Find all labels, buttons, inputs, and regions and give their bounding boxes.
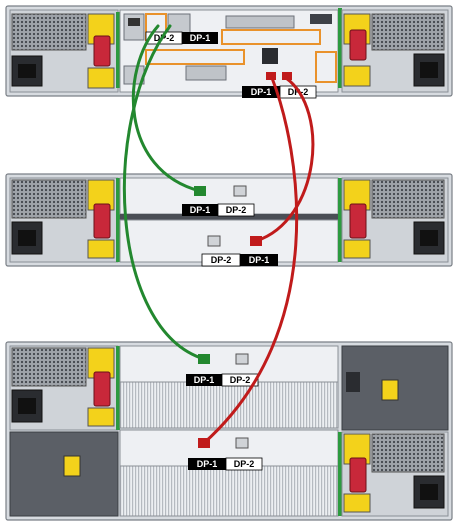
bottom-lower-port-labels: DP-1 DP-2 <box>188 457 263 471</box>
dp1-label: DP-1 <box>197 459 218 469</box>
dp2-label: DP-2 <box>230 375 251 385</box>
fan-grille-icon <box>371 179 445 219</box>
green-cable-to-bottom <box>122 24 206 361</box>
middle-upper-port-labels: DP-1 DP-2 <box>182 203 255 217</box>
top-left-psu <box>9 9 120 93</box>
dp1-label: DP-1 <box>190 205 211 215</box>
middle-lower-port-labels: DP-2 DP-1 <box>201 253 278 267</box>
fan-grille-icon <box>11 347 87 387</box>
dp2-label: DP-2 <box>211 255 232 265</box>
warning-label-icon <box>87 239 115 259</box>
top-controller-left-port-labels: DP-2 DP-1 <box>145 31 218 45</box>
sas-port-icon <box>266 72 276 80</box>
fan-grille-icon <box>371 13 445 51</box>
green-cable-to-middle <box>131 24 202 193</box>
dp2-label: DP-2 <box>154 33 175 43</box>
red-cable-to-bottom <box>202 76 299 445</box>
fan-grille-icon <box>11 179 87 219</box>
dp1-label: DP-1 <box>251 87 272 97</box>
ac-power-inlet-icon <box>413 53 445 87</box>
red-cable-to-middle <box>254 76 315 243</box>
bottom-upper-port-labels: DP-1 DP-2 <box>186 373 259 387</box>
dp1-label: DP-1 <box>249 255 270 265</box>
warning-label-icon <box>87 67 115 89</box>
cables <box>122 24 315 445</box>
dp1-label: DP-1 <box>194 375 215 385</box>
top-controller <box>119 9 339 93</box>
top-right-psu <box>338 8 449 93</box>
dp2-label: DP-2 <box>226 205 247 215</box>
dp2-label: DP-2 <box>234 459 255 469</box>
warning-label-icon <box>63 455 81 477</box>
bottom-enclosure: DP-1 DP-2 DP-1 DP-2 <box>5 341 453 521</box>
warning-label-icon <box>381 379 399 401</box>
fan-grille-icon <box>11 13 87 51</box>
middle-enclosure: DP-1 DP-2 DP-2 DP-1 <box>5 173 453 267</box>
top-enclosure: DP-2 DP-1 DP-1 DP-2 <box>5 5 453 99</box>
fan-grille-icon <box>371 433 445 473</box>
dp1-label: DP-1 <box>190 33 211 43</box>
